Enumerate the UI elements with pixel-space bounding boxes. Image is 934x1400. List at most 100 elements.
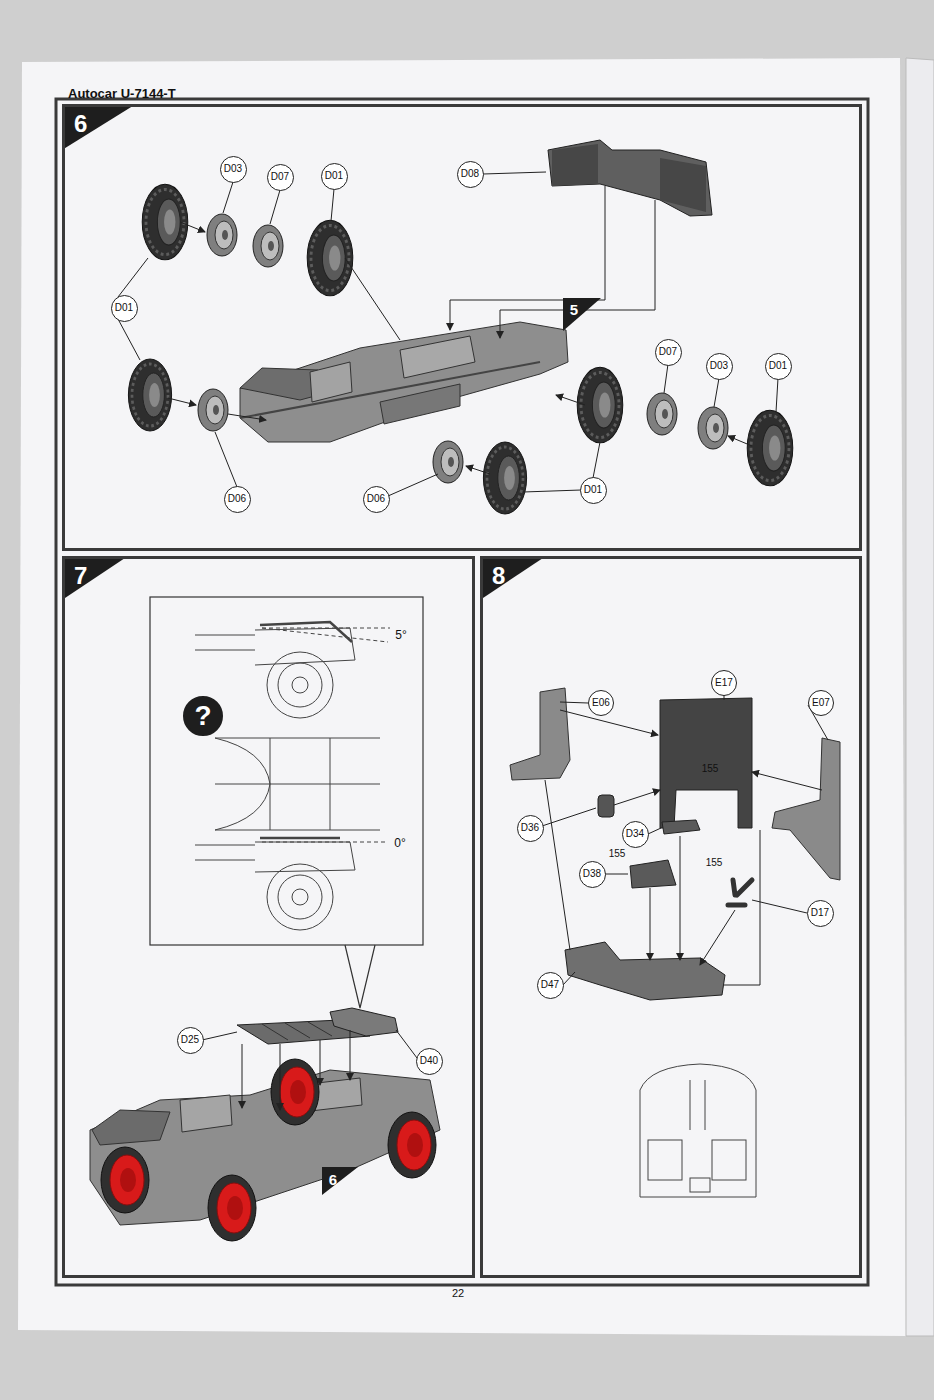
drawing-polyline bbox=[724, 830, 760, 985]
drawing-circle bbox=[292, 889, 308, 905]
drawing-line bbox=[680, 836, 681, 960]
drawing-use bbox=[388, 1112, 436, 1178]
drawing-line bbox=[483, 172, 546, 174]
step-panel: 7?D25D40 bbox=[62, 556, 475, 1278]
drawing-polygon bbox=[90, 1070, 440, 1225]
drawing-line bbox=[563, 972, 575, 985]
part-code: D08 bbox=[461, 168, 479, 180]
step-corner bbox=[480, 556, 546, 600]
drawing-circle bbox=[267, 864, 333, 930]
drawing-line bbox=[350, 1030, 351, 1080]
drawing-line bbox=[262, 628, 390, 629]
drawing-line bbox=[752, 772, 822, 790]
drawing-rect bbox=[598, 795, 614, 817]
drawing-line bbox=[262, 842, 388, 843]
callout-number: D07 bbox=[267, 164, 294, 191]
part-code: D40 bbox=[420, 1055, 438, 1067]
drawing-polyline bbox=[450, 186, 605, 330]
drawing-polygon bbox=[552, 144, 598, 186]
drawing-line bbox=[593, 442, 600, 478]
drawing-polyline bbox=[545, 780, 570, 950]
drawing-path bbox=[640, 1064, 756, 1197]
callout-number: D06 bbox=[363, 486, 390, 513]
drawing-line bbox=[118, 258, 148, 297]
drawing-path bbox=[728, 880, 752, 905]
callout-number: D07 bbox=[655, 339, 682, 366]
drawing-line bbox=[262, 1024, 288, 1040]
drawing-line bbox=[180, 222, 205, 232]
angle-dimension: 0° bbox=[394, 836, 405, 850]
drawing-polyline bbox=[500, 200, 655, 338]
step-panel: 6D03D07D01D08D01D07D03D01D06D06D01 bbox=[62, 104, 862, 551]
help-symbol: ? bbox=[183, 696, 223, 736]
drawing-line bbox=[714, 378, 719, 407]
part-code: ? bbox=[194, 701, 211, 731]
drawing-line bbox=[523, 490, 581, 492]
drawing-polygon bbox=[240, 322, 568, 442]
drawing-line bbox=[202, 1032, 237, 1040]
drawing-polygon bbox=[310, 362, 352, 402]
drawing-g bbox=[640, 1064, 756, 1197]
callout-number: D36 bbox=[517, 815, 544, 842]
step-corner bbox=[62, 556, 128, 600]
drawing-line bbox=[776, 378, 778, 412]
part-code: D01 bbox=[769, 360, 787, 372]
drawing-g bbox=[195, 622, 390, 1008]
drawing-use bbox=[208, 1175, 256, 1241]
part-code: D47 bbox=[541, 979, 559, 991]
part-code: E17 bbox=[715, 677, 733, 689]
reference-step: 5 bbox=[570, 301, 578, 318]
drawing-line bbox=[285, 1023, 310, 1038]
drawing-polygon bbox=[548, 140, 712, 216]
drawing-line bbox=[605, 874, 628, 875]
drawing-line bbox=[388, 474, 438, 496]
drawing-path bbox=[260, 837, 340, 840]
page-number: 22 bbox=[452, 1287, 464, 1299]
drawing-use bbox=[253, 225, 283, 267]
callout-number: E06 bbox=[588, 690, 614, 716]
drawing-polygon bbox=[180, 1095, 232, 1132]
drawing-g bbox=[202, 1030, 417, 1110]
drawing-circle bbox=[267, 652, 333, 718]
callout-number: D01 bbox=[321, 163, 348, 190]
drawing-polygon bbox=[565, 942, 725, 1000]
part-code: D03 bbox=[710, 360, 728, 372]
callout-number: D17 bbox=[807, 900, 834, 927]
callout-number: D34 bbox=[622, 821, 649, 848]
part-code: D07 bbox=[271, 171, 289, 183]
step-number: 7 bbox=[74, 562, 87, 590]
drawing-g bbox=[118, 172, 778, 496]
drawing-polygon bbox=[660, 698, 752, 828]
part-code: D01 bbox=[584, 484, 602, 496]
drawing-use bbox=[128, 359, 171, 431]
step6-art bbox=[118, 140, 793, 514]
drawing-line bbox=[215, 432, 237, 487]
drawing-use bbox=[207, 214, 237, 256]
step-panel: 8E06E17E07D36D34D38D17D47 bbox=[480, 556, 862, 1278]
drawing-rect bbox=[712, 1140, 746, 1180]
drawing-line bbox=[195, 845, 255, 846]
drawing-polygon bbox=[660, 158, 706, 212]
angle-dimension: 5° bbox=[395, 628, 406, 642]
drawing-rect bbox=[150, 597, 423, 945]
drawing-polyline bbox=[345, 945, 375, 1008]
page-title: Autocar U-7144-T bbox=[68, 86, 176, 101]
drawing-line bbox=[690, 1080, 691, 1130]
drawing-use bbox=[433, 441, 463, 483]
step8-art bbox=[510, 688, 840, 1197]
reference-step: 6 bbox=[329, 1171, 337, 1188]
drawing-use bbox=[747, 410, 793, 486]
drawing-circle bbox=[278, 875, 322, 919]
drawing-use bbox=[698, 407, 728, 449]
drawing-path bbox=[255, 628, 355, 665]
step7-art bbox=[90, 597, 440, 1241]
drawing-line bbox=[728, 436, 752, 446]
drawing-line bbox=[195, 860, 255, 861]
drawing-use bbox=[271, 1059, 319, 1125]
callout-number: D40 bbox=[416, 1048, 443, 1075]
drawing-polygon bbox=[563, 298, 601, 331]
drawing-g bbox=[542, 695, 828, 985]
paint-code: 155 bbox=[706, 857, 723, 868]
paper bbox=[18, 58, 906, 1336]
